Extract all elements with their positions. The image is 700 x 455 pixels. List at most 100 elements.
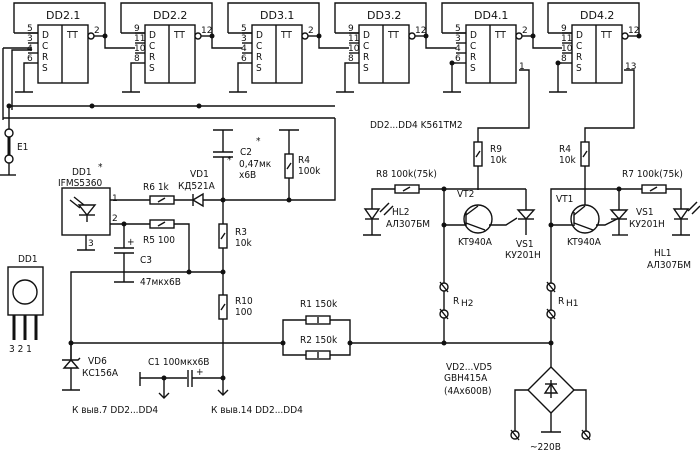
svg-text:R: R	[470, 52, 476, 63]
svg-text:6: 6	[455, 54, 461, 64]
ff-name: DD2.2	[153, 9, 187, 22]
svg-text:C: C	[576, 41, 582, 52]
svg-text:R: R	[256, 52, 262, 63]
c3-value: 47мкх6В	[140, 277, 181, 288]
r1-label: R1 150k	[300, 299, 338, 310]
svg-text:DD1: DD1	[18, 254, 38, 265]
c2-capacitor: * C2 * 0,47мк x6В	[213, 129, 272, 200]
svg-text:D: D	[470, 30, 477, 41]
c1-label: C1 100мкх6В	[148, 357, 209, 368]
svg-text:6: 6	[27, 54, 33, 64]
svg-text:10: 10	[561, 44, 573, 54]
svg-text:КС156А: КС156А	[82, 368, 119, 379]
r6-vd1: R6 1k VD1 КД521А	[110, 169, 292, 208]
svg-text:1: 1	[519, 62, 525, 72]
c3-name: C3	[140, 255, 152, 266]
ff-name: DD3.2	[367, 9, 401, 22]
r8-label: R8 100k(75k)	[376, 169, 437, 180]
svg-text:S: S	[256, 63, 262, 74]
svg-text:S: S	[576, 63, 582, 74]
vd1-part: КД521А	[178, 181, 216, 192]
svg-text:HL2: HL2	[392, 207, 410, 218]
svg-text:D: D	[576, 30, 583, 41]
c2-value: 0,47мк	[239, 159, 272, 170]
svg-text:TT: TT	[387, 30, 399, 41]
svg-text:1: 1	[112, 194, 118, 204]
svg-text:10k: 10k	[490, 155, 507, 166]
svg-text:4: 4	[241, 44, 247, 54]
channel-2: R9 10k R8 100k(75k) VT2 KT940A VS1 КУ201…	[363, 69, 541, 343]
svg-text:2: 2	[308, 26, 314, 36]
svg-text:(4Ax600В): (4Ax600В)	[444, 386, 492, 397]
svg-text:100: 100	[235, 307, 252, 318]
diode-bridge: ~220В VD2...VD5 GBH415A (4Ax600В)	[444, 343, 591, 453]
svg-text:100k: 100k	[298, 166, 321, 177]
svg-text:TT: TT	[173, 30, 185, 41]
svg-text:КУ201Н: КУ201Н	[505, 250, 541, 261]
svg-text:VT1: VT1	[556, 194, 573, 205]
c1-capacitor: + C1 100мкх6В К выв.7 DD2...DD4 К выв.14…	[72, 357, 303, 416]
bus-wires	[2, 47, 335, 120]
svg-text:10k: 10k	[559, 155, 576, 166]
svg-text:12: 12	[415, 26, 426, 36]
svg-text:C: C	[363, 41, 369, 52]
svg-text:5: 5	[241, 24, 247, 34]
svg-text:C: C	[256, 41, 262, 52]
r5-c3: R5 100 + C3 47мкх6В	[110, 219, 190, 288]
svg-text:*: *	[98, 162, 103, 173]
svg-text:13: 13	[625, 62, 636, 72]
svg-text:10k: 10k	[235, 238, 252, 249]
svg-text:KT940A: KT940A	[458, 237, 493, 248]
ff-name: DD4.1	[474, 9, 508, 22]
svg-text:R4: R4	[298, 155, 310, 166]
svg-text:8: 8	[348, 54, 354, 64]
svg-text:VD6: VD6	[88, 356, 107, 367]
svg-text:11: 11	[561, 34, 572, 44]
r6-label: R6 1k	[143, 182, 170, 193]
svg-text:R: R	[576, 52, 582, 63]
svg-text:4: 4	[27, 44, 33, 54]
svg-text:*: *	[256, 136, 261, 147]
svg-text:R4: R4	[559, 144, 571, 155]
to-pin14-label: К выв.14 DD2...DD4	[211, 405, 303, 416]
r1-r2-network: R1 150k R2 150k	[68, 299, 554, 360]
svg-text:R: R	[453, 296, 459, 307]
svg-text:S: S	[42, 63, 48, 74]
svg-text:TT: TT	[494, 30, 506, 41]
ff-name: DD2.1	[46, 9, 80, 22]
vd1-name: VD1	[190, 169, 209, 180]
dd1-ir-receiver: DD1 * IFMS5360 1 2 3	[58, 162, 118, 251]
svg-text:12: 12	[201, 26, 212, 36]
svg-text:9: 9	[561, 24, 567, 34]
svg-text:VT2: VT2	[457, 189, 474, 200]
svg-text:R: R	[149, 52, 155, 63]
svg-text:VS1: VS1	[636, 207, 654, 218]
r3-r10-chain: R3 10k R10 100	[70, 200, 253, 395]
svg-text:3: 3	[241, 34, 247, 44]
svg-text:GBH415A: GBH415A	[444, 373, 488, 384]
svg-text:H2: H2	[461, 299, 474, 309]
vd6-zener: VD6 КС156А	[62, 343, 119, 391]
svg-text:R: R	[363, 52, 369, 63]
svg-text:АЛ307БМ: АЛ307БМ	[647, 260, 691, 271]
svg-text:TT: TT	[280, 30, 292, 41]
r5-label: R5 100	[143, 235, 175, 246]
e1-sensor: E1	[0, 106, 28, 176]
svg-text:12: 12	[628, 26, 639, 36]
r4-100k: R4 100k	[279, 129, 321, 200]
svg-text:10: 10	[348, 44, 360, 54]
svg-text:C: C	[149, 41, 155, 52]
svg-text:3: 3	[455, 34, 461, 44]
r7-label: R7 100k(75k)	[622, 169, 683, 180]
svg-text:R9: R9	[490, 144, 502, 155]
svg-text:HL1: HL1	[654, 248, 672, 259]
svg-text:*: *	[227, 155, 232, 166]
svg-text:11: 11	[348, 34, 359, 44]
dd1-name: DD1	[72, 167, 92, 178]
